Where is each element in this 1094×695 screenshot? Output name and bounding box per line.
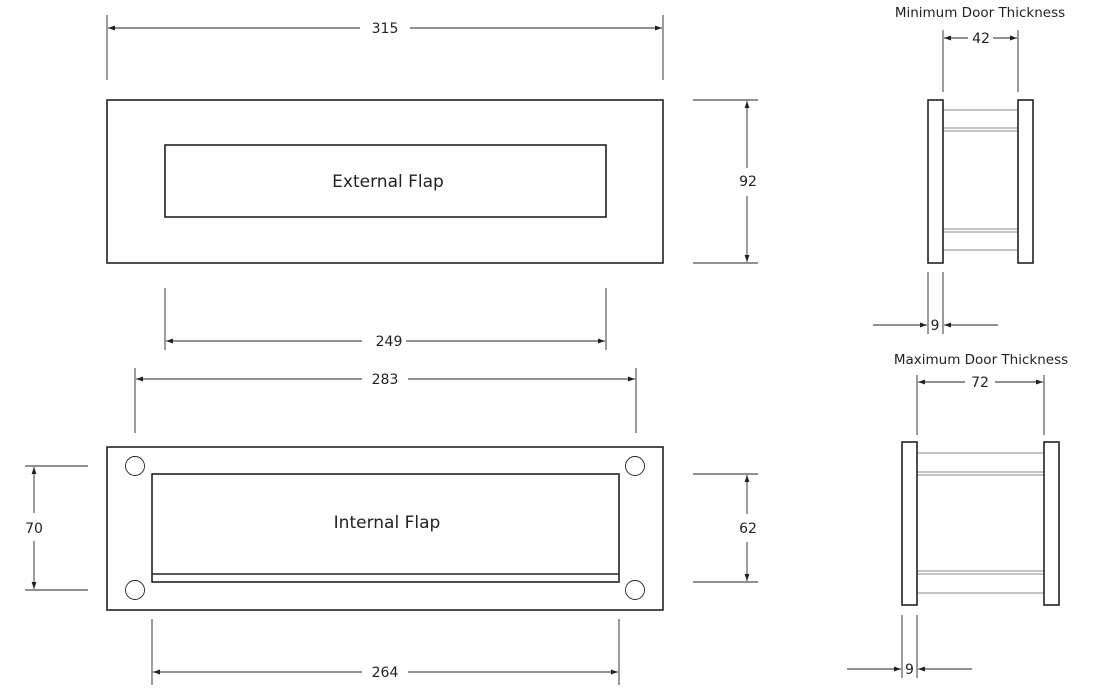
external-opening-label: 249 [376, 334, 403, 350]
internal-height-label: 70 [25, 521, 43, 537]
max-door-plate-label: 9 [905, 662, 914, 678]
internal-opening-height-label: 62 [739, 521, 757, 537]
external-height-dimension: 92 [693, 99, 758, 264]
min-door-plate-dimension: 9 [873, 272, 998, 334]
min-door-sleeve [943, 109, 1018, 251]
external-flap [164, 144, 607, 218]
min-door-title: Minimum Door Thickness [895, 5, 1065, 21]
min-door-inner-plate [1017, 99, 1034, 264]
internal-flap-label: Internal Flap [334, 513, 441, 533]
external-height-label: 92 [739, 174, 757, 190]
min-door-side-view: Minimum Door Thickness 42 9 [873, 5, 1065, 334]
external-plate-view: 315 External Flap 92 249 [106, 15, 758, 350]
internal-hole-span-label: 283 [372, 372, 399, 388]
max-door-sleeve [917, 452, 1044, 594]
internal-flap [151, 473, 620, 583]
external-width-dimension: 315 [106, 15, 664, 80]
max-door-outer-plate [901, 441, 918, 606]
external-width-label: 315 [372, 21, 399, 37]
max-door-plate-dimension: 9 [847, 615, 972, 678]
screw-hole [125, 456, 145, 476]
screw-hole [625, 580, 645, 600]
internal-opening-width-label: 264 [372, 665, 399, 681]
internal-opening-height-dimension: 62 [693, 473, 758, 583]
external-flap-label: External Flap [332, 172, 444, 192]
min-door-thickness-label: 42 [972, 31, 990, 47]
internal-opening-width-dimension: 264 [151, 619, 620, 685]
max-door-inner-plate [1043, 441, 1060, 606]
max-door-thickness-dimension: 72 [916, 375, 1045, 435]
min-door-outer-plate [927, 99, 944, 264]
internal-height-dimension: 70 [25, 465, 88, 591]
internal-plate-view: 283 Internal Flap 70 62 [25, 368, 758, 685]
external-opening-dimension: 249 [164, 288, 607, 350]
min-door-thickness-dimension: 42 [942, 30, 1019, 92]
max-door-side-view: Maximum Door Thickness 72 9 [847, 352, 1068, 678]
min-door-plate-label: 9 [931, 318, 940, 334]
screw-hole [125, 580, 145, 600]
screw-hole [625, 456, 645, 476]
internal-hole-span-dimension: 283 [134, 368, 637, 433]
max-door-thickness-label: 72 [971, 375, 989, 391]
max-door-title: Maximum Door Thickness [894, 352, 1068, 368]
